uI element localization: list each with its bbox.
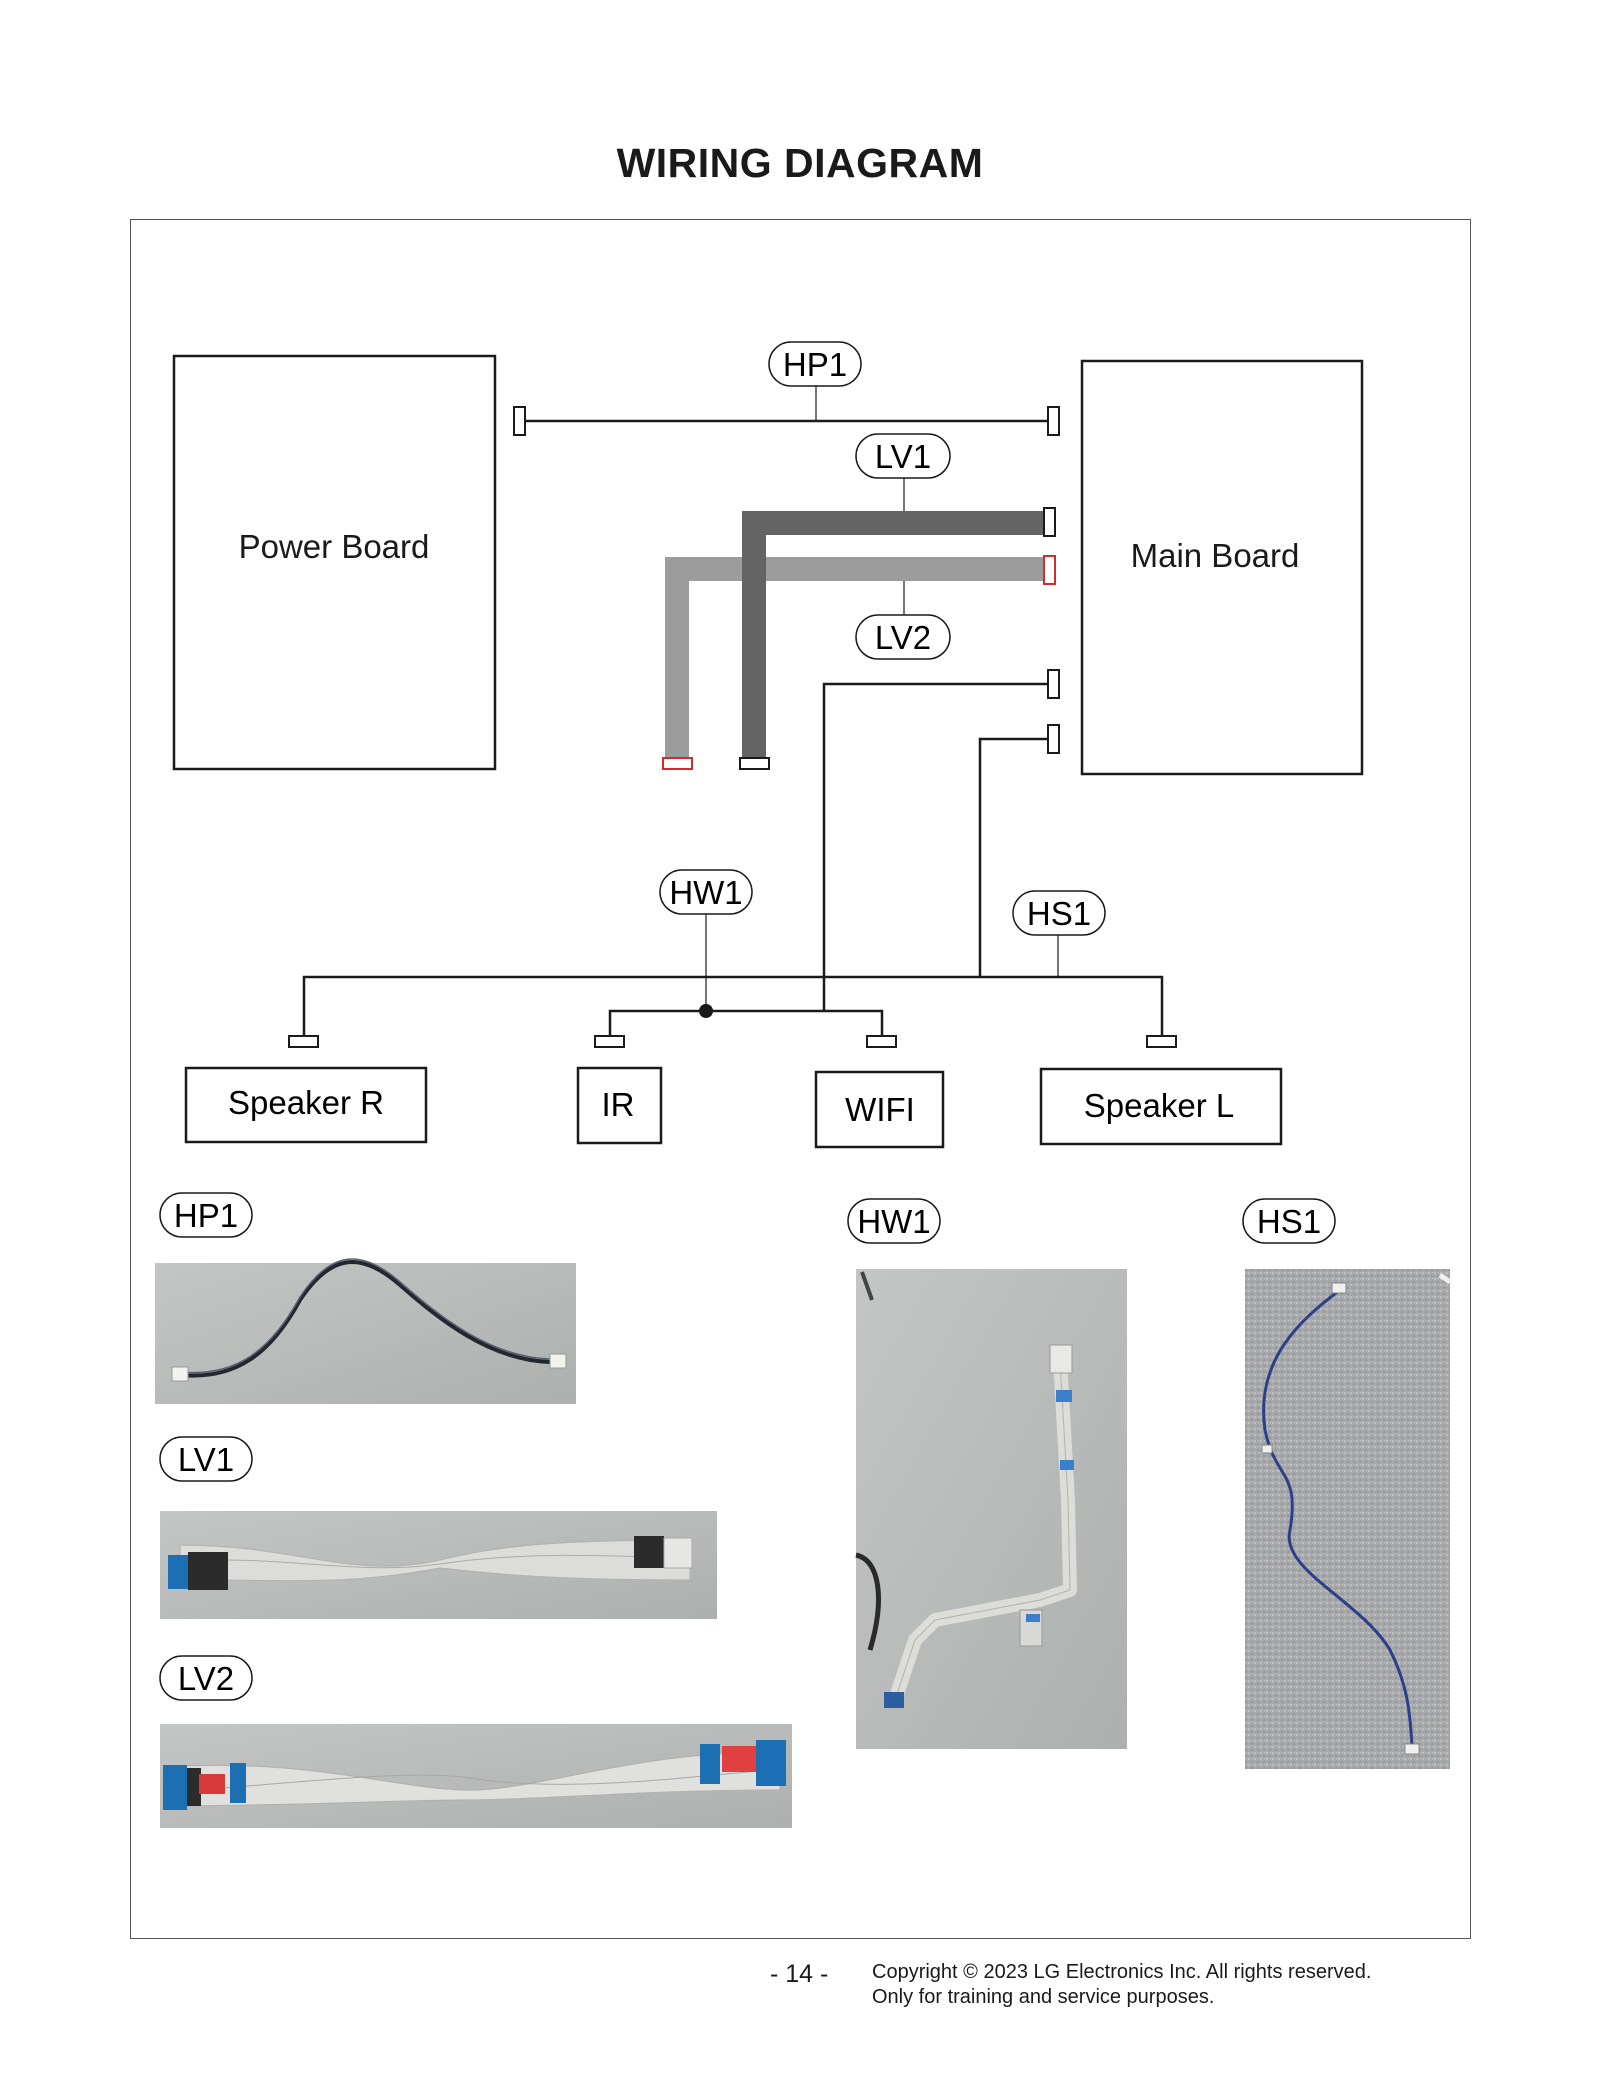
main-board: Main Board — [1080, 359, 1364, 776]
hw1-wire — [594, 669, 1060, 1048]
power-board: Power Board — [172, 354, 497, 771]
usage-note: Only for training and service purposes. — [872, 1986, 1215, 2008]
hw1-photo — [855, 1269, 1127, 1749]
ir-box: IR — [576, 1066, 663, 1145]
ir-label: IR — [602, 1086, 635, 1123]
hs1-label-text: HS1 — [1027, 895, 1091, 932]
speaker-r-label: Speaker R — [228, 1084, 384, 1121]
main-board-label: Main Board — [1131, 537, 1300, 574]
photo-caption-hw1: HW1 — [847, 1198, 941, 1244]
hs1-photo — [1245, 1269, 1452, 1769]
photo-caption-hp1: HP1 — [159, 1192, 253, 1238]
photo-caption-lv1-text: LV1 — [178, 1441, 234, 1478]
photo-caption-hs1: HS1 — [1242, 1198, 1336, 1244]
speaker-l-label: Speaker L — [1084, 1087, 1234, 1124]
speaker-r-box: Speaker R — [184, 1066, 428, 1144]
hp1-cable — [513, 384, 1060, 436]
copyright-text: Copyright © 2023 LG Electronics Inc. All… — [872, 1961, 1372, 1983]
lv1-label: LV1 — [855, 433, 951, 479]
lv2-label-text: LV2 — [875, 619, 931, 656]
diagram-frame — [130, 219, 1471, 1939]
lv2-label: LV2 — [855, 614, 951, 660]
hw1-label: HW1 — [659, 869, 753, 915]
hw1-label-text: HW1 — [669, 874, 742, 911]
lv2-cable — [662, 555, 1056, 770]
hs1-label: HS1 — [1012, 890, 1106, 936]
hs1-wire — [288, 724, 1177, 1048]
wifi-label: WIFI — [845, 1091, 915, 1128]
lv1-label-text: LV1 — [875, 438, 931, 475]
photo-caption-hp1-text: HP1 — [174, 1197, 238, 1234]
footer-copyright-block: Copyright © 2023 LG Electronics Inc. All… — [872, 1960, 1371, 2010]
lv1-cable — [739, 476, 1056, 770]
hp1-photo — [155, 1258, 576, 1404]
power-board-label: Power Board — [239, 528, 430, 565]
speaker-l-box: Speaker L — [1039, 1067, 1283, 1146]
lv1-photo — [160, 1511, 717, 1619]
photo-caption-hw1-text: HW1 — [857, 1203, 930, 1240]
page-title: WIRING DIAGRAM — [616, 140, 984, 186]
photo-caption-lv2-text: LV2 — [178, 1660, 234, 1697]
page-number: - 14 - — [770, 1960, 829, 1988]
photo-caption-hs1-text: HS1 — [1257, 1203, 1321, 1240]
hp1-label: HP1 — [768, 341, 862, 387]
photo-caption-lv2: LV2 — [159, 1655, 253, 1701]
hp1-label-text: HP1 — [783, 346, 847, 383]
wifi-box: WIFI — [814, 1070, 945, 1149]
lv2-photo — [160, 1724, 792, 1828]
photo-caption-lv1: LV1 — [159, 1436, 253, 1482]
